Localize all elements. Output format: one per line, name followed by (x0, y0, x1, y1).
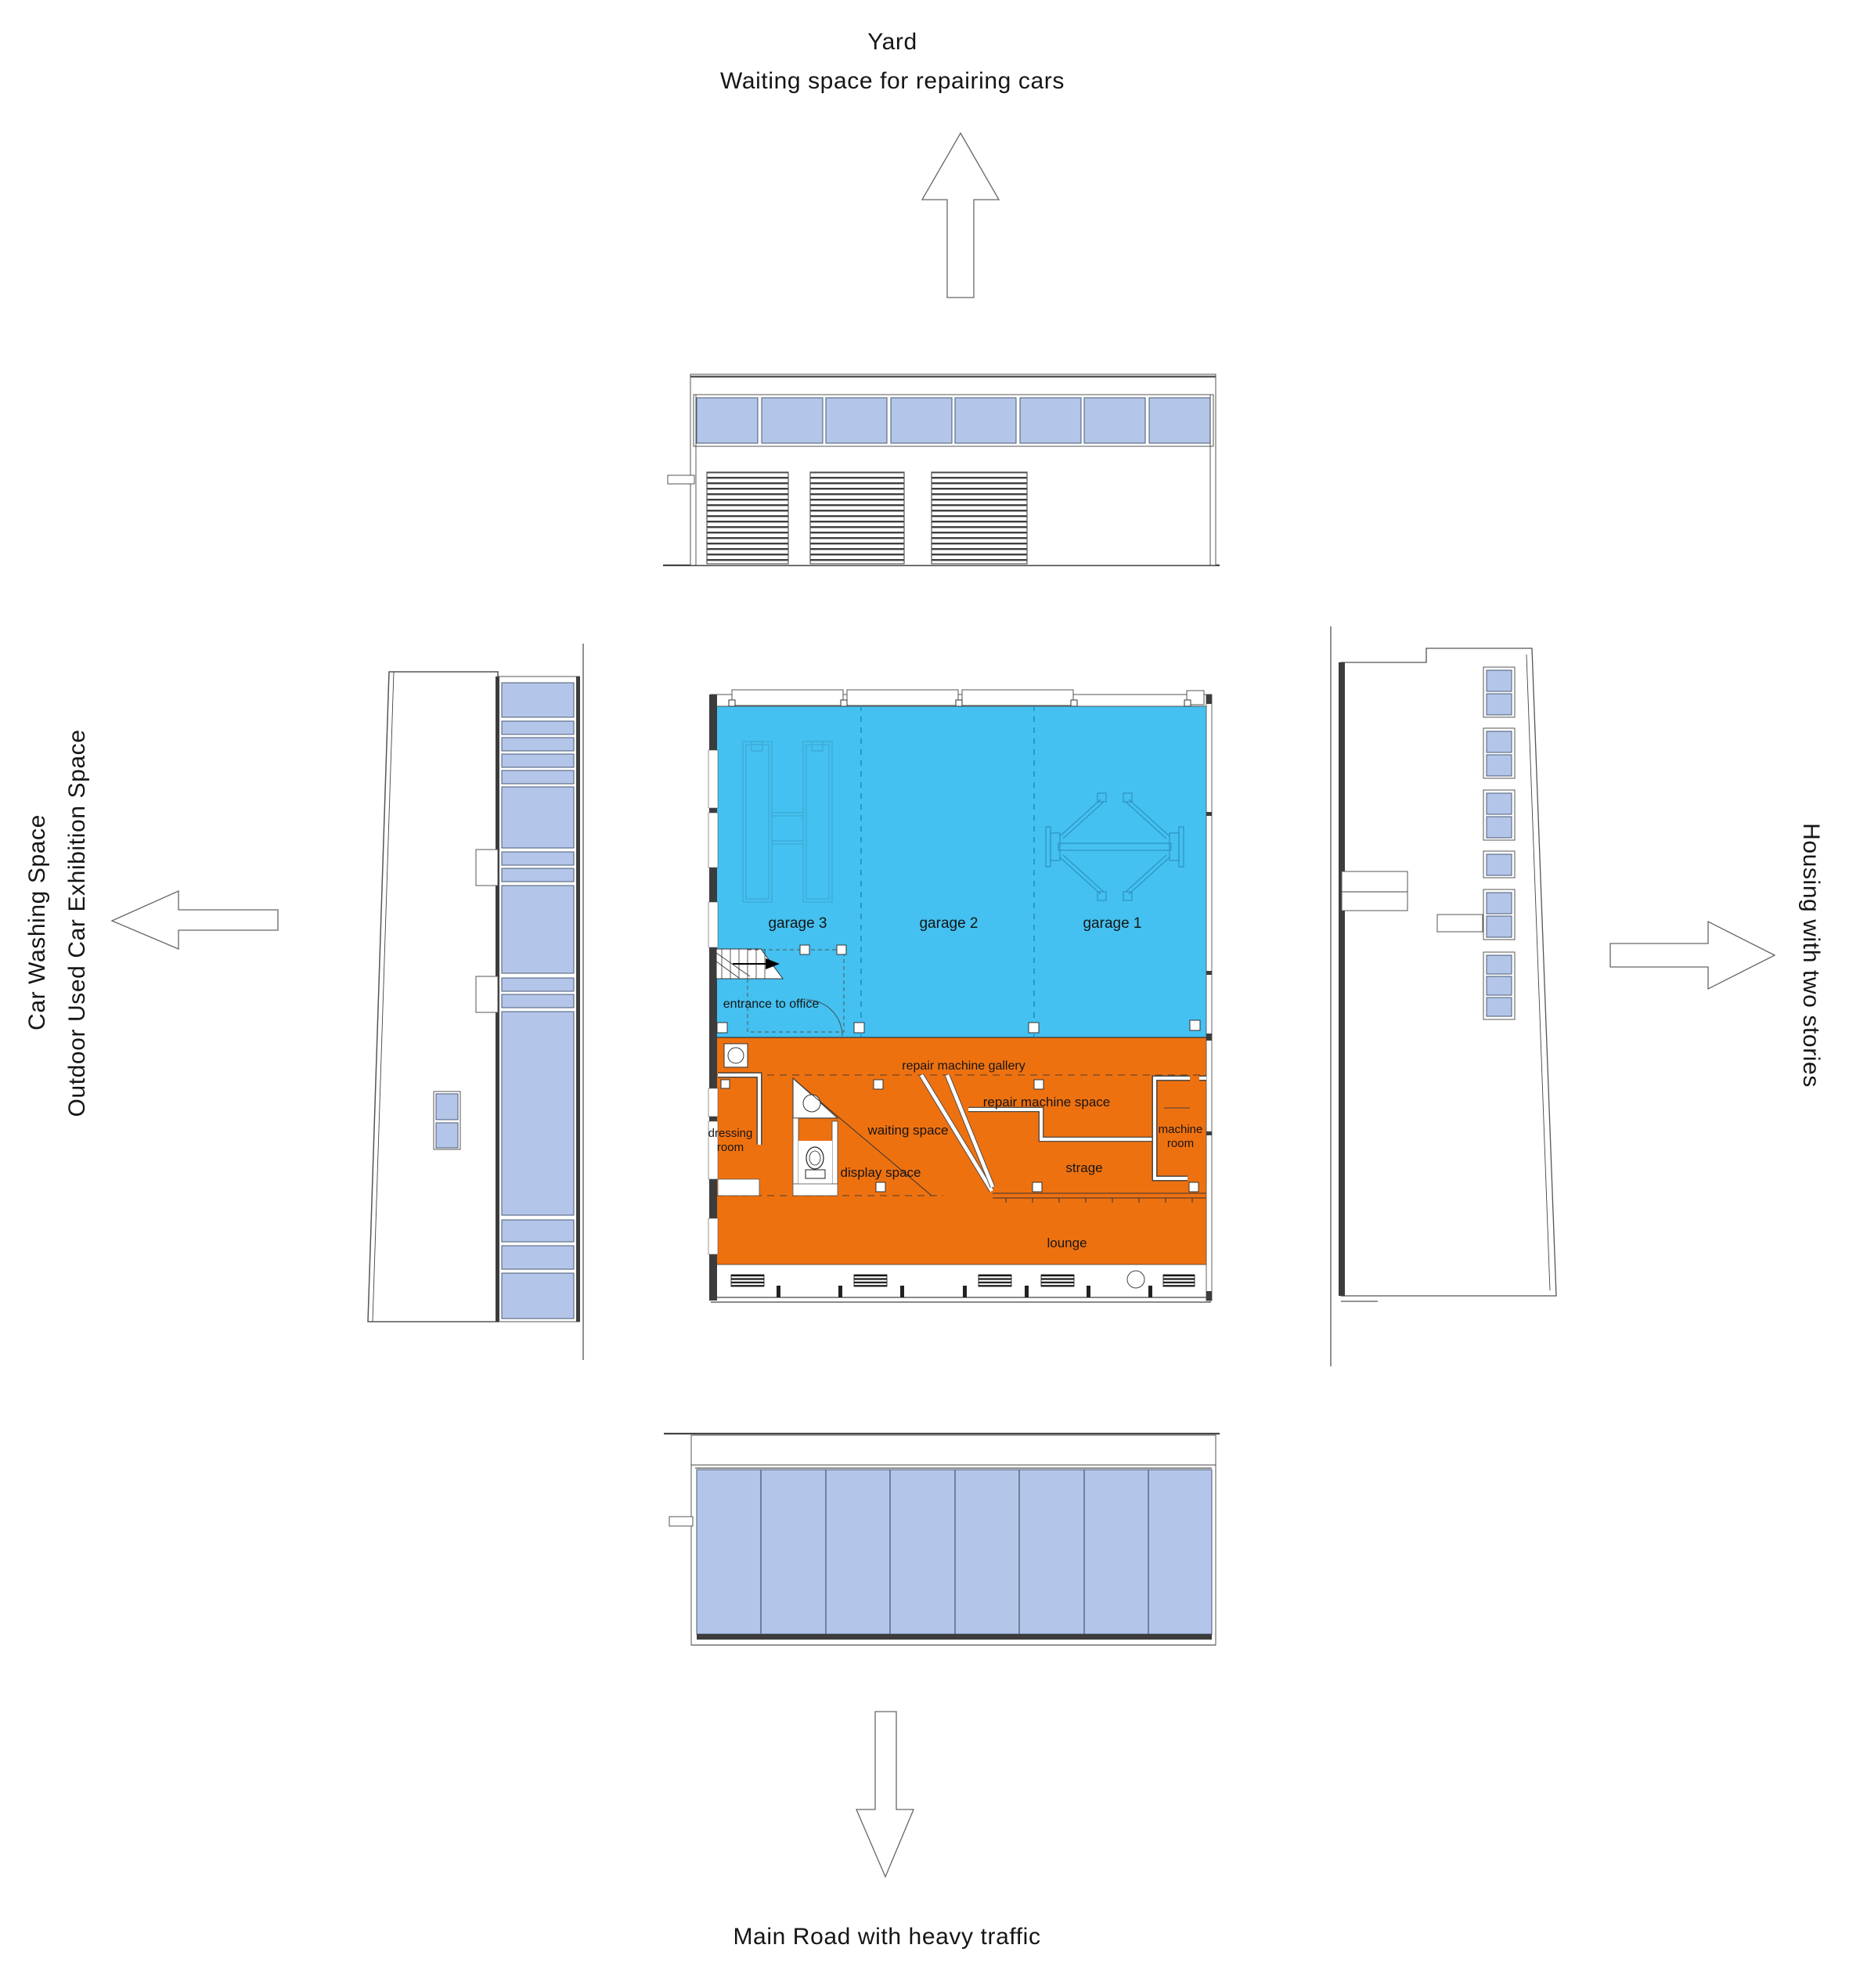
window-column (1483, 666, 1516, 1020)
shutter-door-icon (706, 471, 789, 565)
side-tab (669, 1516, 694, 1527)
floor-plan: garage 3 garage 2 garage 1 (708, 689, 1213, 1303)
machine-room (1152, 1075, 1206, 1182)
south-glass-wall (711, 1297, 1211, 1303)
south-elevation (664, 1432, 1220, 1646)
window-opening (708, 749, 719, 809)
garage-shutter-doors (706, 471, 1028, 565)
east-arrow-icon (1609, 920, 1776, 990)
south-label: Main Road with heavy traffic (733, 1924, 1040, 1950)
shutter-door-icon (931, 471, 1028, 565)
building-outline (1340, 648, 1557, 1297)
four-post-lift-icon (1045, 792, 1184, 901)
context-annotations: Yard Waiting space for repairing cars Ma… (24, 29, 1824, 1950)
repair-space-wall (968, 1106, 1152, 1142)
west-label-line2: Outdoor Used Car Exhibition Space (64, 729, 90, 1117)
door-landing (475, 976, 499, 1013)
diagonal-walls (795, 1073, 996, 1196)
south-arrow-icon (856, 1711, 914, 1878)
label-machine-room-1: machine (1159, 1123, 1203, 1136)
label-garage-3: garage 3 (768, 915, 827, 932)
counter-line (993, 1192, 1206, 1203)
glazing-posts (777, 1286, 1152, 1297)
lounge-furniture (730, 1270, 1195, 1297)
toilet-icon (805, 1146, 826, 1179)
label-dressing-room-1: dressing (708, 1127, 753, 1140)
north-label-line2: Waiting space for repairing cars (720, 68, 1065, 94)
garage-door-opening (731, 689, 844, 706)
east-label: Housing with two stories (1798, 823, 1824, 1088)
label-entrance: entrance to office (723, 998, 820, 1011)
clerestory-windows (696, 397, 1211, 444)
glazing-mullions (760, 1470, 1149, 1634)
window-opening (708, 1120, 719, 1180)
label-machine-room-2: room (1167, 1137, 1194, 1150)
north-label-line1: Yard (867, 29, 917, 55)
window-opening (708, 1218, 719, 1255)
east-elevation (1330, 626, 1557, 1366)
label-gallery: repair machine gallery (902, 1059, 1025, 1073)
north-elevation (663, 373, 1220, 567)
label-garage-1: garage 1 (1083, 915, 1141, 932)
west-elevation (367, 644, 584, 1360)
west-arrow-icon (110, 889, 279, 950)
office-above-outline (747, 949, 845, 1033)
label-repair-space: repair machine space (983, 1095, 1111, 1109)
label-display-space: display space (840, 1165, 921, 1180)
garage-door-opening (961, 689, 1074, 706)
glazing-panes (501, 682, 575, 1319)
shutter-door-icon (809, 471, 905, 565)
label-garage-2: garage 2 (919, 915, 978, 932)
garage-zone (717, 705, 1206, 1037)
window-opening (708, 812, 719, 868)
bench-icon (978, 1274, 1012, 1287)
door-swing-arc (806, 999, 843, 1037)
bench-icon (792, 1183, 838, 1196)
entry-doors (1341, 871, 1483, 933)
column-markers (716, 1019, 1201, 1192)
garage-door-opening (846, 689, 959, 706)
north-arrow-icon (921, 132, 1000, 298)
label-waiting-space: waiting space (867, 1123, 948, 1138)
window-opening (708, 1088, 719, 1117)
curtain-wall-glazing (696, 1469, 1213, 1635)
display-boundary-line (795, 1080, 932, 1196)
sink-icon (802, 1094, 821, 1113)
stair-direction-arrow-icon (766, 958, 780, 969)
west-label-line1: Car Washing Space (24, 814, 50, 1030)
label-strage: strage (1065, 1160, 1102, 1175)
window-opening (708, 901, 719, 948)
bench-icon (730, 1274, 765, 1287)
washer-icon (723, 1043, 748, 1068)
door-landing (475, 849, 499, 886)
north-wall (710, 689, 1212, 707)
bench-icon (1040, 1274, 1075, 1287)
bench-icon (853, 1274, 888, 1287)
west-wall (708, 695, 719, 1301)
side-tab (667, 474, 695, 485)
east-wall (1206, 694, 1213, 1301)
table-icon (1126, 1270, 1145, 1289)
bench-icon (717, 1178, 760, 1196)
small-window (433, 1091, 461, 1150)
dressing-room (717, 1072, 762, 1196)
bench-icon (1162, 1274, 1195, 1287)
label-lounge: lounge (1047, 1236, 1087, 1250)
two-post-lift-icon (742, 741, 833, 903)
label-dressing-room-2: room (717, 1141, 744, 1154)
